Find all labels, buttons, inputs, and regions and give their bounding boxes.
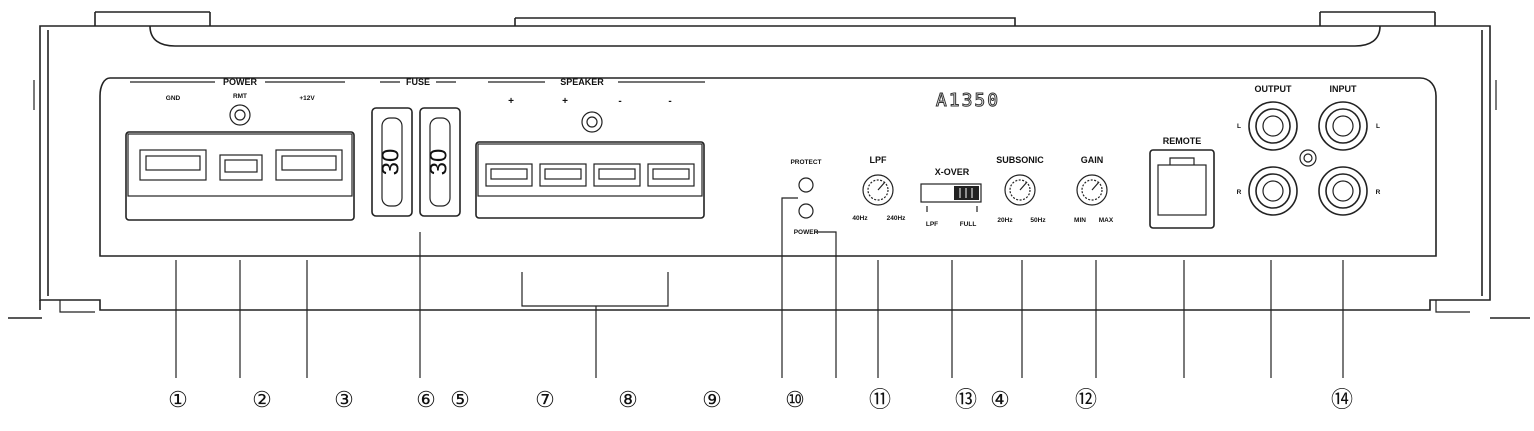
power-label: POWER: [223, 77, 258, 87]
xover-right: FULL: [960, 221, 977, 228]
gnd-terminal: [139, 149, 207, 181]
speaker-section: SPEAKER + + - -: [475, 77, 705, 219]
led-indicators: PROTECT POWER: [790, 159, 821, 236]
gain-knob-icon: [1076, 174, 1108, 206]
protect-label: PROTECT: [790, 159, 821, 166]
lpf-knob-icon: [862, 174, 894, 206]
speaker-terminal-block: [475, 141, 705, 219]
lpf-max: 240Hz: [887, 215, 907, 222]
callout-9: ⑨: [702, 388, 722, 413]
callout-12: ⑫: [1075, 388, 1097, 413]
gnd-label: GND: [166, 95, 181, 102]
xover-left: LPF: [926, 221, 938, 228]
callout-1: ①: [168, 388, 188, 413]
gain-min: MIN: [1074, 217, 1086, 224]
callout-4: ④: [990, 388, 1010, 413]
plus12v-terminal: [275, 149, 343, 181]
input-r-label: R: [1376, 189, 1381, 196]
rca-jack-output-r-icon: [1248, 166, 1298, 216]
subsonic-control: SUBSONIC 20Hz 50Hz: [996, 155, 1046, 224]
input-label: INPUT: [1330, 84, 1358, 94]
rca-jack-output-l-icon: [1248, 101, 1298, 151]
rmt-screw-icon: [229, 104, 251, 126]
rca-section: OUTPUT INPUT L R L R: [1237, 84, 1381, 216]
callout-14: ⑭: [1331, 388, 1353, 413]
xover-control: X-OVER LPF FULL: [920, 167, 982, 228]
power-led-icon: [798, 203, 814, 219]
rca-jack-input-l-icon: [1318, 101, 1368, 151]
callout-2: ②: [252, 388, 272, 413]
output-label: OUTPUT: [1255, 84, 1293, 94]
speaker-pol-3: -: [618, 96, 621, 107]
remote-port: REMOTE: [1149, 136, 1215, 229]
fuse-2-rating: 30: [425, 149, 452, 176]
lpf-label: LPF: [870, 155, 888, 165]
speaker-pol-1: +: [508, 96, 514, 107]
callout-11: ⑪: [869, 388, 891, 413]
subsonic-min: 20Hz: [997, 217, 1013, 224]
speaker-pol-2: +: [562, 96, 568, 107]
callout-10: ⑩: [785, 388, 805, 413]
callout-5: ⑤: [450, 388, 470, 413]
chassis: [8, 11, 1530, 319]
fuse-holder-2: [419, 107, 461, 217]
xover-label: X-OVER: [935, 167, 970, 177]
gain-control: GAIN MIN MAX: [1074, 155, 1114, 224]
rca-jack-input-r-icon: [1318, 166, 1368, 216]
callout-6: ⑥: [416, 388, 436, 413]
fuse-1-rating: 30: [377, 149, 404, 176]
subsonic-max: 50Hz: [1030, 217, 1046, 224]
power-section: POWER GND RMT +12V: [125, 77, 355, 221]
input-l-label: L: [1376, 123, 1380, 130]
subsonic-label: SUBSONIC: [996, 155, 1044, 165]
output-l-label: L: [1237, 123, 1241, 130]
speaker-screw-icon: [581, 111, 603, 133]
xover-switch-icon: [920, 183, 982, 203]
lpf-min: 40Hz: [852, 215, 868, 222]
power-led-label: POWER: [794, 229, 819, 236]
protect-led-icon: [798, 177, 814, 193]
gain-label: GAIN: [1081, 155, 1104, 165]
gain-max: MAX: [1099, 217, 1114, 224]
callout-7: ⑦: [535, 388, 555, 413]
callout-3: ③: [334, 388, 354, 413]
rca-ground-screw-icon: [1299, 149, 1317, 167]
callout-13: ⑬: [955, 388, 977, 413]
rmt-terminal: [219, 154, 263, 181]
subsonic-knob-icon: [1004, 174, 1036, 206]
remote-label: REMOTE: [1163, 136, 1202, 146]
fuse-holder-1: [371, 107, 413, 217]
fuse-label: FUSE: [406, 77, 430, 87]
callout-8: ⑧: [618, 388, 638, 413]
speaker-label: SPEAKER: [560, 77, 604, 87]
model-name: A1350: [936, 90, 1000, 111]
lpf-control: LPF 40Hz 240Hz: [852, 155, 906, 222]
speaker-pol-4: -: [668, 96, 671, 107]
fuse-section: FUSE 30 30: [371, 77, 461, 217]
callout-numbers: ① ② ③ ⑥ ⑤ ⑦ ⑧ ⑨ ⑩ ⑪ ⑬ ④ ⑫ ⑭: [168, 388, 1353, 413]
output-r-label: R: [1237, 189, 1242, 196]
remote-jack-icon: [1149, 149, 1215, 229]
power-terminal-block: [125, 131, 355, 221]
plus12v-label: +12V: [299, 95, 315, 102]
leader-lines: [175, 197, 1344, 378]
rmt-label: RMT: [233, 93, 247, 100]
